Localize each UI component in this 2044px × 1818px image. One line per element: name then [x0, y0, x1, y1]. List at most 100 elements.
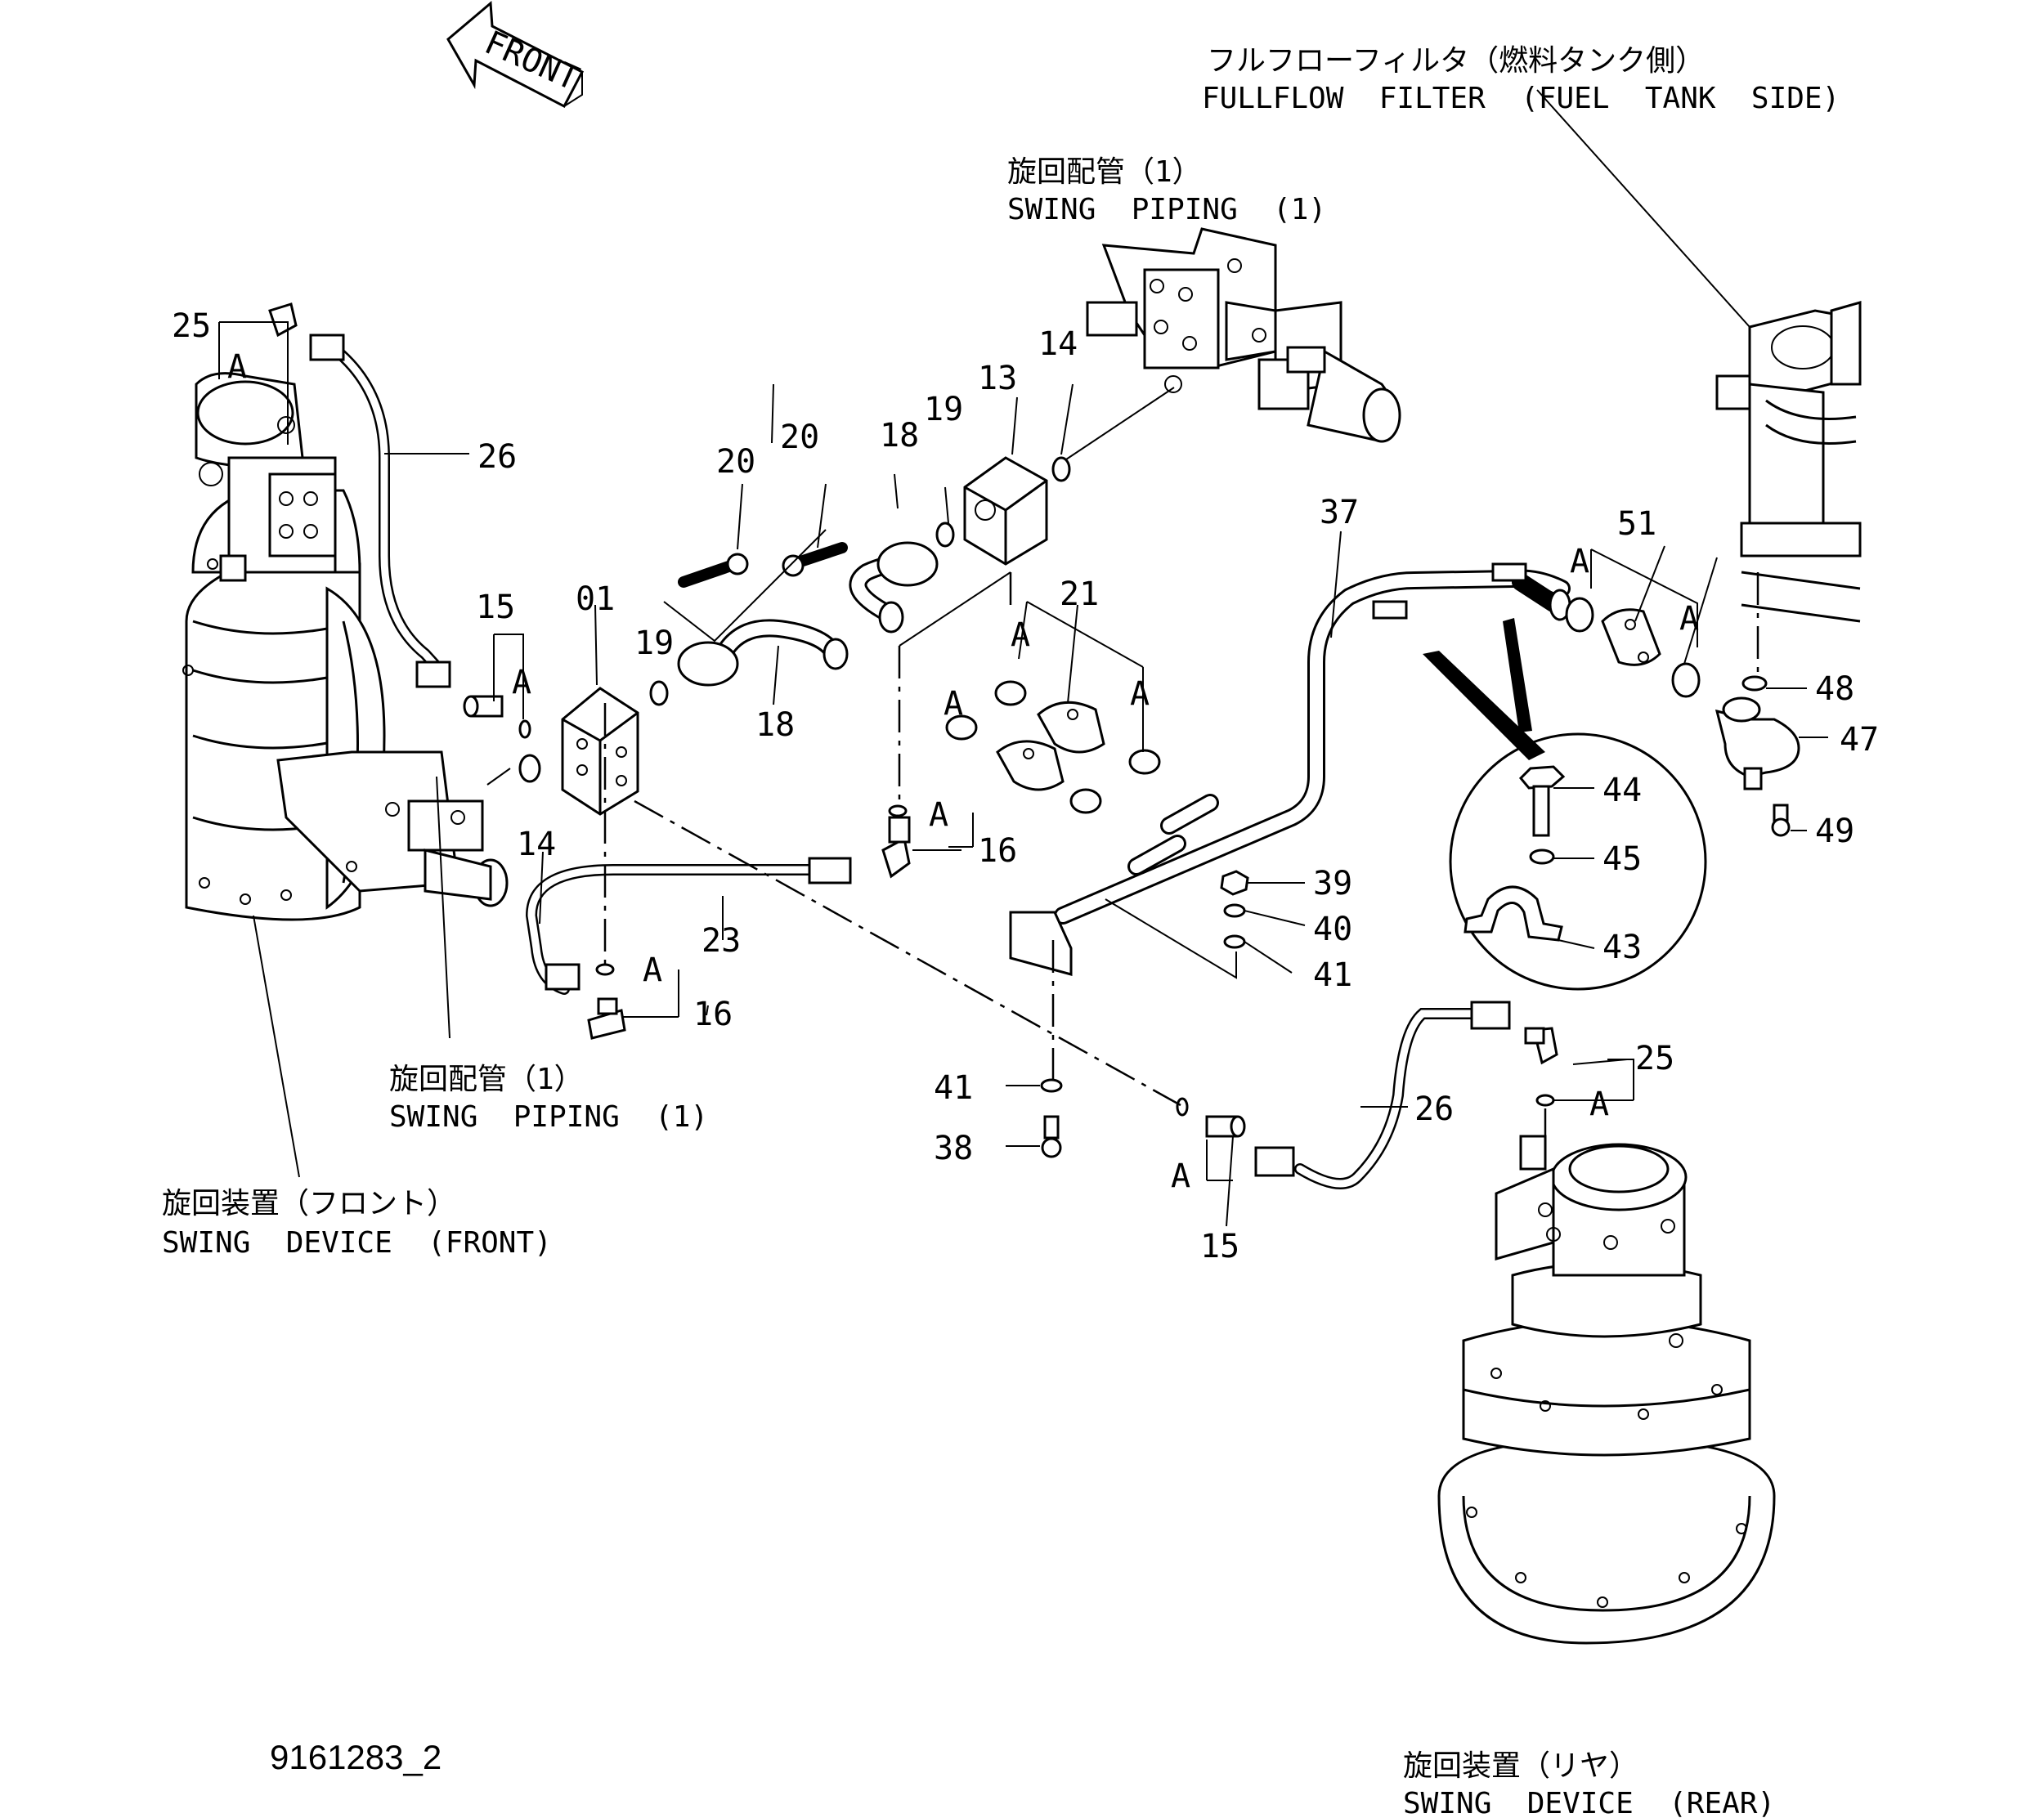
- fitting-15-left-drawing: [463, 695, 504, 718]
- oring-a-16-lower-drawing: [595, 963, 615, 976]
- oring-a-left-drawing: [518, 719, 531, 739]
- part-20-left-callout: 20: [716, 443, 755, 481]
- swing-device-rear-label-en: SWING DEVICE (REAR): [1403, 1787, 1775, 1818]
- connection-mark-a: A: [1130, 675, 1150, 713]
- swing-device-front-drawing: [182, 372, 509, 921]
- part-25-right-callout: 25: [1635, 1040, 1674, 1077]
- bracket-lines: [218, 321, 1698, 1181]
- fitting-15-right-drawing: [1205, 1115, 1246, 1138]
- part-40-callout: 40: [1313, 911, 1352, 948]
- part-21-callout: 21: [1060, 575, 1099, 613]
- part-37-callout: 37: [1320, 494, 1359, 531]
- oring-19-left-drawing: [649, 680, 669, 706]
- connection-mark-a: A: [1011, 616, 1030, 654]
- nut-39-drawing: [1220, 870, 1249, 896]
- part-15-left-callout: 15: [476, 589, 515, 626]
- part-14-top-callout: 14: [1038, 325, 1078, 363]
- swing-piping-top-label-jp: 旋回配管（1）: [1007, 155, 1202, 189]
- oring-a-15-right-drawing: [1176, 1097, 1189, 1117]
- oring-a-25-right-drawing: [1535, 1094, 1555, 1107]
- connection-mark-a: A: [512, 664, 531, 701]
- pipe-18-lower-drawing: [677, 619, 849, 687]
- hose-26-left-drawing: [268, 302, 451, 688]
- connection-mark-a: A: [929, 796, 948, 834]
- bolt-49-drawing: [1771, 804, 1791, 837]
- swing-piping-left-label-jp: 旋回配管（1）: [389, 1063, 584, 1096]
- part-41-lower-callout: 41: [934, 1069, 973, 1107]
- part-19-upper-callout: 19: [924, 391, 963, 428]
- block-01-drawing: [561, 687, 639, 816]
- flange-47-drawing: [1715, 696, 1800, 790]
- part-45-callout: 45: [1602, 840, 1642, 878]
- pipe-18-upper-drawing: [849, 541, 939, 634]
- part-43-callout: 43: [1602, 929, 1642, 966]
- oring-a-16-upper-drawing: [888, 804, 908, 817]
- part-49-callout: 49: [1815, 813, 1854, 850]
- swing-piping-left-label-en: SWING PIPING (1): [389, 1100, 708, 1134]
- part-26-left-callout: 26: [477, 438, 517, 476]
- oring-48-drawing: [1741, 675, 1768, 692]
- part-41-upper-callout: 41: [1313, 956, 1352, 994]
- connection-mark-a: A: [1570, 543, 1589, 580]
- part-18-upper-callout: 18: [880, 417, 919, 454]
- part-01-callout: 01: [576, 580, 615, 618]
- connection-mark-a: A: [1679, 600, 1699, 638]
- washer-41-lower-drawing: [1040, 1078, 1063, 1093]
- part-13-callout: 13: [978, 360, 1017, 397]
- connection-mark-a: A: [944, 685, 963, 723]
- connection-mark-a: A: [643, 952, 662, 989]
- drawing-id: 9161283_2: [270, 1738, 442, 1776]
- part-38-callout: 38: [934, 1130, 973, 1167]
- part-23-callout: 23: [702, 922, 741, 960]
- part-15-right-callout: 15: [1200, 1228, 1239, 1265]
- part-19-lower-callout: 19: [634, 625, 674, 662]
- connection-mark-a: A: [227, 348, 247, 386]
- part-25-left-callout: 25: [172, 307, 211, 345]
- oring-14-top-drawing: [1051, 456, 1071, 482]
- leader-lines: [253, 89, 1828, 1227]
- swing-piping-top-label-en: SWING PIPING (1): [1007, 193, 1326, 226]
- center-lines: [603, 571, 1759, 1161]
- washer-41-upper-drawing: [1223, 934, 1246, 949]
- part-16-lower-callout: 16: [693, 996, 733, 1033]
- part-14-left-callout: 14: [517, 826, 556, 863]
- front-arrow-icon: FRONT: [446, 0, 585, 109]
- connection-mark-a: A: [1171, 1158, 1190, 1195]
- hose-23-drawing: [525, 857, 852, 995]
- fullflow-filter-label-jp: フルフローフィルタ（燃料タンク側）: [1207, 44, 1705, 78]
- part-18-lower-callout: 18: [755, 706, 795, 744]
- bolt-38-drawing: [1041, 1115, 1062, 1158]
- connection-mark-a: A: [1589, 1086, 1609, 1123]
- block-13-drawing: [963, 456, 1048, 566]
- fullflow-filter-drawing: [1715, 301, 1862, 623]
- part-48-callout: 48: [1815, 670, 1854, 708]
- fitting-25-right-drawing: [1524, 1027, 1558, 1065]
- oring-14-left-drawing: [518, 754, 541, 783]
- hose-26-right-drawing: [1254, 1001, 1511, 1189]
- swing-device-front-label-en: SWING DEVICE (FRONT): [162, 1226, 552, 1260]
- fullflow-filter-label-en: FULLFLOW FILTER (FUEL TANK SIDE): [1202, 82, 1840, 115]
- washer-45-icon: [1529, 849, 1555, 865]
- swing-device-rear-drawing: [1437, 1135, 1776, 1645]
- swing-device-front-label-jp: 旋回装置（フロント）: [162, 1187, 456, 1220]
- coupling-21-drawing: [945, 680, 1161, 814]
- washer-40-drawing: [1223, 903, 1246, 918]
- oring-19-right-drawing: [935, 522, 955, 548]
- swing-piping-top-drawing: [1086, 227, 1401, 443]
- pipe-37-drawing: [1009, 562, 1571, 976]
- part-26-right-callout: 26: [1414, 1090, 1454, 1128]
- fitting-16-upper-drawing: [881, 816, 911, 879]
- bolt-20-right-drawing: [782, 542, 848, 577]
- part-20-right-callout: 20: [780, 419, 819, 456]
- part-16-upper-callout: 16: [978, 832, 1017, 870]
- part-44-callout: 44: [1602, 772, 1642, 809]
- coupling-51-drawing: [1565, 597, 1701, 698]
- bolt-20-left-drawing: [678, 553, 749, 588]
- part-47-callout: 47: [1840, 721, 1879, 759]
- part-39-callout: 39: [1313, 865, 1352, 902]
- part-51-callout: 51: [1617, 505, 1656, 543]
- fitting-16-lower-drawing: [587, 997, 626, 1040]
- detail-circle-drawing: [1423, 618, 1707, 991]
- swing-device-rear-label-jp: 旋回装置（リヤ）: [1403, 1749, 1638, 1783]
